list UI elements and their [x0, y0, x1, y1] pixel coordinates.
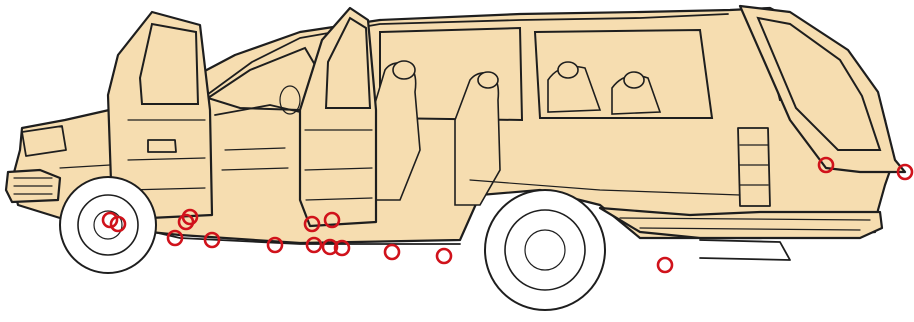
rear-wheel: [485, 190, 605, 310]
exhaust-pipe: [700, 240, 790, 260]
location-marker: [658, 258, 672, 272]
front-wheel: [60, 177, 156, 273]
location-marker: [437, 249, 451, 263]
location-marker: [385, 245, 399, 259]
